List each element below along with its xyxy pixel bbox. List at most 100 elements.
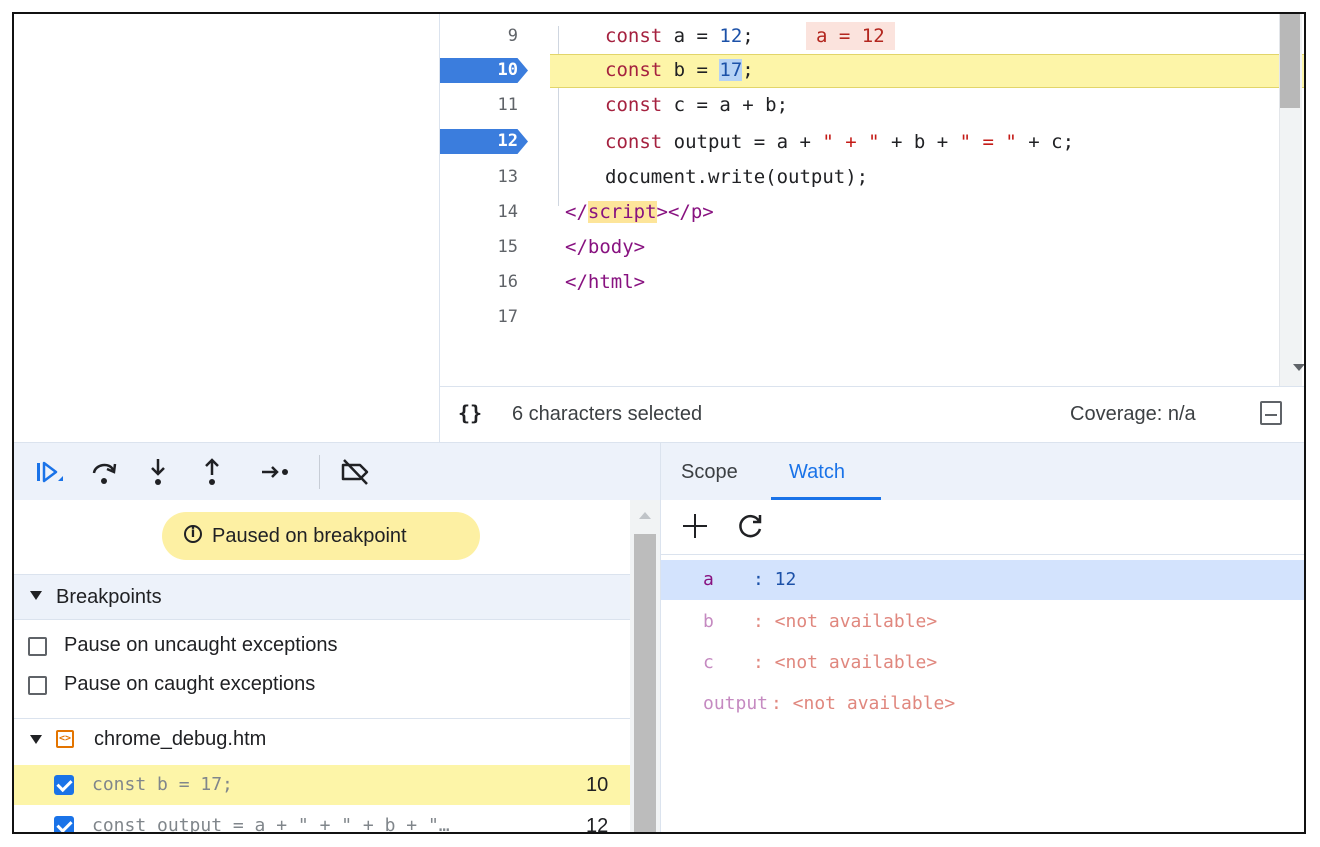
watch-expression-name[interactable]: c — [703, 652, 769, 673]
watch-expression-row[interactable]: a : 12 — [661, 560, 1304, 600]
code-text: output = a + — [662, 131, 823, 153]
code-line-10: const b = 17; — [605, 53, 754, 87]
code-line-13: document.write(output); — [605, 166, 869, 188]
watch-expression-row[interactable]: c : <not available> — [661, 643, 1304, 683]
code-line-11: const c = a + b; — [605, 88, 788, 122]
watch-expression-row[interactable]: b : <not available> — [661, 602, 1304, 642]
watch-expression-value: : <not available> — [753, 611, 938, 632]
watch-toolbar — [661, 500, 1304, 555]
paused-status-text: Paused on breakpoint — [212, 525, 407, 547]
step-into-icon[interactable] — [142, 457, 174, 487]
code-text: b = — [662, 59, 720, 81]
checkbox-label[interactable]: Pause on uncaught exceptions — [64, 634, 338, 656]
string-literal: " + " — [822, 131, 880, 153]
watch-panel: a : 12 b : <not available> c : <not avai… — [660, 500, 1304, 832]
coverage-status: Coverage: n/a — [1070, 403, 1196, 425]
tag-text: </ — [565, 201, 588, 223]
tab-watch[interactable]: Watch — [789, 461, 845, 483]
code-line-14: </script></p> — [565, 195, 714, 229]
pretty-print-button[interactable]: {} — [458, 401, 483, 425]
active-tab-indicator — [771, 497, 881, 500]
info-icon: i — [184, 525, 202, 543]
breakpoint-file-group[interactable]: <> chrome_debug.htm — [14, 720, 630, 760]
checkbox[interactable] — [28, 637, 47, 656]
breakpoint-marker[interactable] — [440, 129, 528, 154]
line-number[interactable]: 16 — [497, 272, 518, 292]
keyword: const — [605, 25, 663, 47]
watch-expression-row[interactable]: output : <not available> — [661, 684, 1304, 724]
pause-caught-option[interactable]: Pause on caught exceptions — [14, 667, 630, 703]
pause-uncaught-option[interactable]: Pause on uncaught exceptions — [14, 628, 630, 664]
breakpoint-item[interactable]: const b = 17; 10 — [14, 765, 630, 805]
line-number[interactable]: 9 — [507, 26, 518, 46]
code-text: ; — [742, 59, 754, 81]
expand-triangle-icon[interactable] — [30, 591, 42, 600]
code-text: + c; — [1016, 131, 1075, 153]
line-number[interactable]: 11 — [497, 95, 518, 115]
debugger-sidebar: i Paused on breakpoint Breakpoints Pause… — [14, 500, 630, 834]
breakpoint-marker[interactable] — [440, 58, 528, 83]
code-text: ; — [742, 25, 754, 47]
paused-status-badge: i Paused on breakpoint — [162, 512, 480, 560]
sidebar-tabs: Scope Watch — [660, 442, 1304, 502]
watch-expression-name[interactable]: output — [703, 693, 769, 714]
inline-value-badge: a = 12 — [806, 22, 895, 50]
breakpoint-code: const output = a + " + " + b + "… — [92, 815, 450, 834]
breakpoints-section-header[interactable]: Breakpoints — [14, 574, 630, 620]
resume-icon[interactable] — [34, 457, 66, 487]
watch-expression-value: : <not available> — [753, 652, 938, 673]
line-number[interactable]: 14 — [497, 202, 518, 222]
code-line-15: </body> — [565, 236, 646, 258]
editor-scrollbar-thumb[interactable] — [1280, 14, 1300, 108]
sidebar-scrollbar-thumb[interactable] — [634, 534, 656, 832]
breakpoint-checkbox[interactable] — [54, 775, 74, 795]
step-over-icon[interactable] — [88, 457, 120, 487]
step-out-icon[interactable] — [196, 457, 228, 487]
indent-guide — [558, 26, 559, 206]
editor-status-bar: {} 6 characters selected Coverage: n/a — [439, 386, 1304, 443]
line-number[interactable]: 15 — [497, 237, 518, 257]
refresh-icon[interactable] — [737, 512, 765, 540]
keyword: const — [605, 131, 663, 153]
line-number[interactable]: 17 — [497, 307, 518, 327]
line-number[interactable]: 13 — [497, 167, 518, 187]
devtools-window: 9 const a = 12; a = 12 10 const b = 17; … — [12, 12, 1306, 834]
expand-triangle-icon[interactable] — [30, 735, 42, 744]
step-icon[interactable] — [258, 457, 290, 487]
code-line-16: </html> — [565, 271, 646, 293]
add-expression-icon[interactable] — [683, 514, 707, 538]
toolbar-separator — [319, 455, 320, 489]
highlighted-tag: script — [587, 201, 657, 223]
breakpoint-checkbox[interactable] — [54, 816, 74, 832]
html-file-icon: <> — [56, 730, 74, 748]
code-line-12: const output = a + " + " + b + " = " + c… — [605, 125, 1074, 159]
toggle-drawer-icon[interactable] — [1260, 401, 1282, 425]
checkbox[interactable] — [28, 676, 47, 695]
code-text: + b + — [879, 131, 960, 153]
tag-text: ></p> — [656, 201, 714, 223]
file-name[interactable]: chrome_debug.htm — [94, 728, 267, 750]
breakpoint-code: const b = 17; — [92, 774, 233, 795]
line-number[interactable]: 12 — [497, 131, 518, 151]
keyword: const — [605, 59, 663, 81]
checkbox-label[interactable]: Pause on caught exceptions — [64, 673, 316, 695]
breakpoint-line-number: 12 — [586, 815, 609, 834]
tab-scope[interactable]: Scope — [681, 461, 738, 483]
current-execution-line — [550, 54, 1304, 88]
debugger-toolbar — [14, 442, 660, 502]
selected-number: 17 — [719, 59, 743, 81]
line-number[interactable]: 10 — [497, 60, 518, 80]
keyword: const — [605, 94, 663, 116]
scroll-down-arrow-icon[interactable] — [1293, 364, 1304, 371]
watch-expression-name[interactable]: b — [703, 611, 769, 632]
source-editor[interactable]: 9 const a = 12; a = 12 10 const b = 17; … — [439, 14, 1304, 386]
code-text: c = a + b; — [662, 94, 789, 116]
divider — [14, 718, 630, 719]
watch-expression-name[interactable]: a — [703, 569, 769, 590]
breakpoint-item[interactable]: const output = a + " + " + b + "… 12 — [14, 806, 630, 834]
deactivate-breakpoints-icon[interactable] — [338, 457, 370, 487]
scroll-up-arrow-icon[interactable] — [639, 512, 651, 519]
code-text: a = — [662, 25, 720, 47]
watch-expression-value: : 12 — [753, 569, 797, 590]
selection-status: 6 characters selected — [512, 403, 703, 425]
